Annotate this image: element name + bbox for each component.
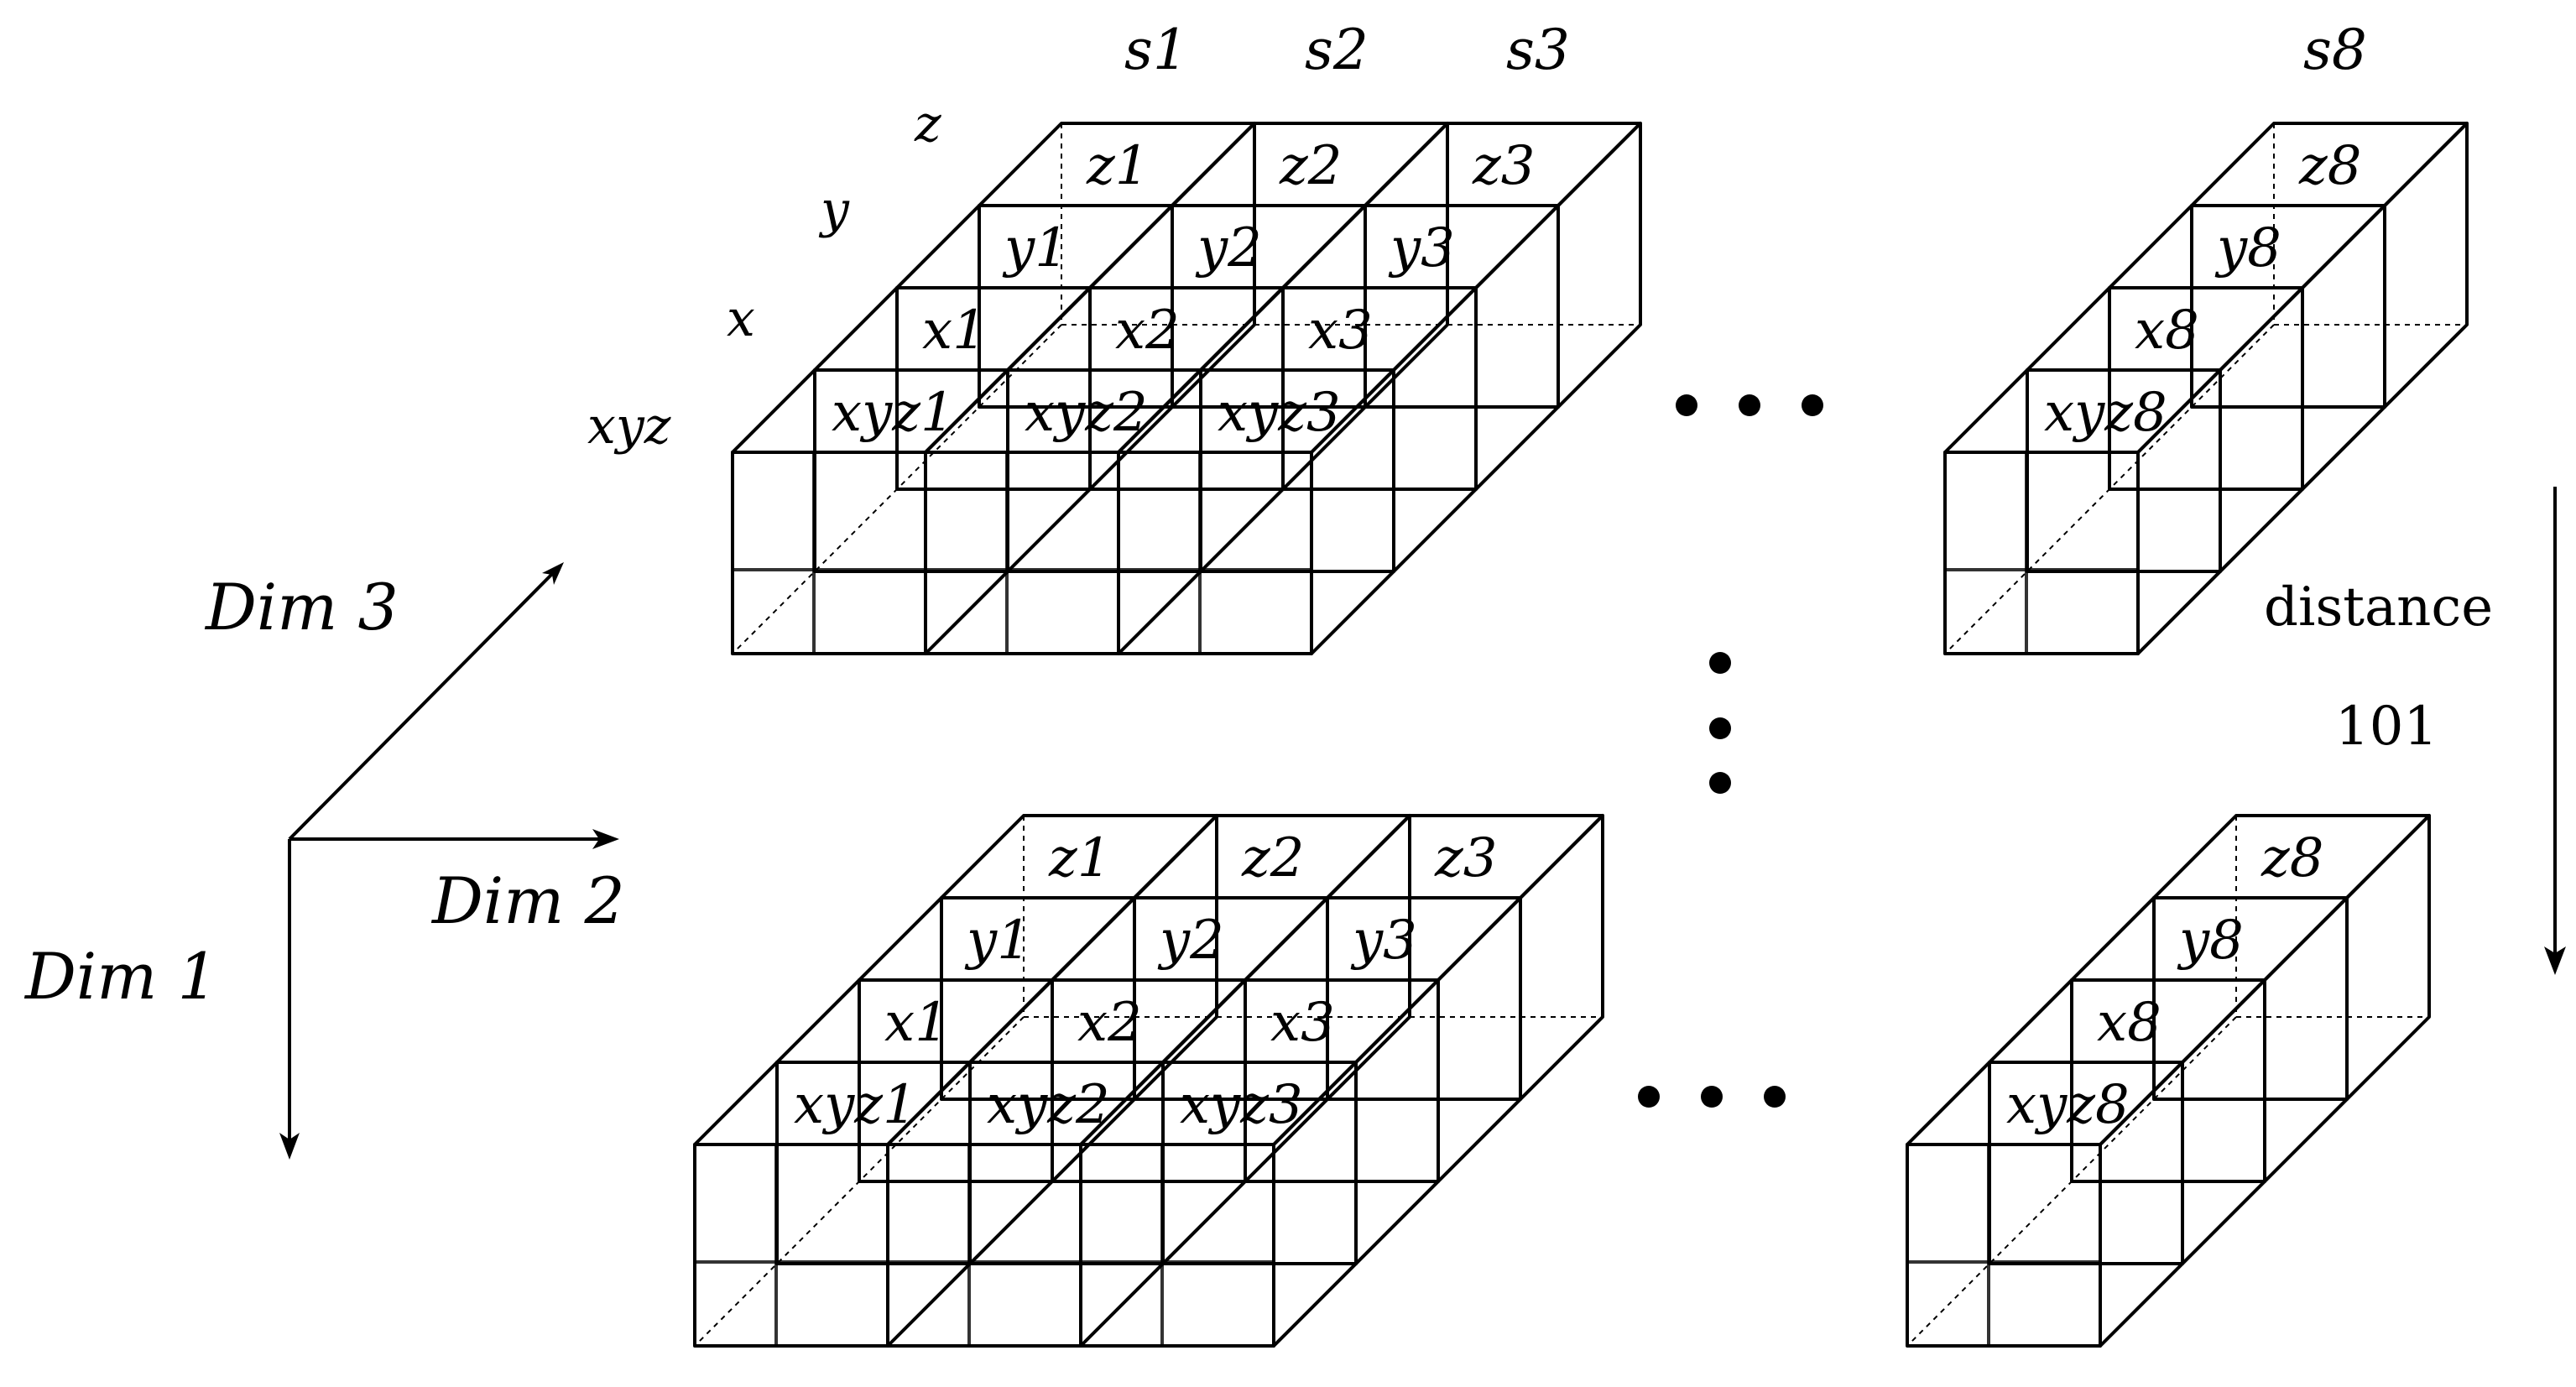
top-cell-xyz-label-1: xyz1 (832, 382, 955, 444)
vertical-ellipsis (1709, 652, 1731, 794)
top-cell-z-label-3: z3 (1472, 135, 1535, 197)
column-header-s3: s3 (1506, 18, 1570, 82)
column-header-s8: s8 (2303, 18, 2367, 82)
top-cell-xyz-label-8: xyz8 (2044, 382, 2167, 444)
bottom-cell-x-label-1: x1 (884, 992, 949, 1054)
layer-label-xyz: xyz (587, 397, 671, 456)
dim3-label: Dim 3 (204, 570, 399, 644)
bottom-cell-z-label-2: z2 (1241, 827, 1304, 889)
bottom-cell-y-label-3: y3 (1350, 910, 1417, 972)
bottom-cell-y-label-1: y1 (964, 910, 1031, 972)
column-header-s1: s1 (1124, 18, 1188, 82)
bottom-cell-x-label-8: x8 (2097, 992, 2161, 1054)
distance-label: distance (2264, 576, 2493, 639)
bottom-cell-z-label-3: z3 (1434, 827, 1497, 889)
dim2-arrowhead (592, 829, 619, 849)
horizontal-ellipsis-top (1676, 394, 1823, 416)
distance-value: 101 (2335, 696, 2438, 758)
dim3-arrowhead (542, 562, 564, 585)
top-cell-x-label-1: x1 (922, 300, 987, 362)
top-cell-x-label-3: x3 (1308, 300, 1373, 362)
top-cell-z-label-8: z8 (2298, 135, 2361, 197)
bottom-block-front-face-8 (1906, 1143, 2102, 1348)
top-cell-z-label-1: z1 (1086, 135, 1149, 197)
bottom-cell-xyz-label-8: xyz8 (2006, 1074, 2130, 1136)
top-cell-y-label-8: y8 (2214, 217, 2281, 279)
layer-label-x: x (727, 289, 755, 348)
dim1-label: Dim 1 (23, 939, 218, 1014)
bottom-cell-x-label-2: x2 (1077, 992, 1142, 1054)
bottom-cell-z-label-1: z1 (1048, 827, 1111, 889)
top-cell-y-label-1: y1 (1002, 217, 1069, 279)
bottom-block-8: z8 y8 x8 xyz8 (1906, 814, 2431, 1348)
bottom-cell-y-label-2: y2 (1157, 910, 1224, 972)
top-block-front-face-8 (1943, 451, 2140, 655)
layer-labels: z y x xyz (587, 95, 941, 456)
top-cell-y-label-2: y2 (1195, 217, 1262, 279)
top-cell-xyz-label-3: xyz3 (1218, 382, 1341, 444)
bottom-cell-z-label-8: z8 (2261, 827, 2323, 889)
bottom-cell-x-label-3: x3 (1270, 992, 1335, 1054)
top-block-front-face-1 (731, 451, 927, 655)
dim3-arrow (288, 571, 555, 841)
horizontal-ellipsis-bottom (1638, 1086, 1786, 1108)
column-header-s2: s2 (1305, 18, 1369, 82)
layer-label-z: z (914, 95, 941, 154)
top-cell-xyz-label-2: xyz2 (1025, 382, 1148, 444)
bottom-cell-y-label-8: y8 (2177, 910, 2244, 972)
bottom-cell-xyz-label-3: xyz3 (1180, 1074, 1303, 1136)
top-cell-x-label-2: x2 (1115, 300, 1180, 362)
bottom-cell-xyz-label-2: xyz2 (987, 1074, 1110, 1136)
top-cell-y-label-3: y3 (1388, 217, 1455, 279)
bottom-cell-xyz-label-1: xyz1 (794, 1074, 917, 1136)
top-cell-z-label-2: z2 (1279, 135, 1342, 197)
ellipsis-marks (1638, 394, 1823, 1108)
bottom-block-front-face-1 (693, 1143, 889, 1348)
distance-indicator: distance 101 (2264, 487, 2566, 975)
distance-arrowhead (2544, 946, 2566, 975)
dim1-arrowhead (279, 1133, 300, 1160)
layer-label-y: y (818, 180, 850, 239)
column-headers: s1 s2 s3 s8 (1124, 18, 2367, 82)
dim2-label: Dim 2 (430, 863, 625, 938)
top-cell-x-label-8: x8 (2135, 300, 2199, 362)
axis-triad: Dim 1 Dim 2 Dim 3 (23, 562, 625, 1160)
